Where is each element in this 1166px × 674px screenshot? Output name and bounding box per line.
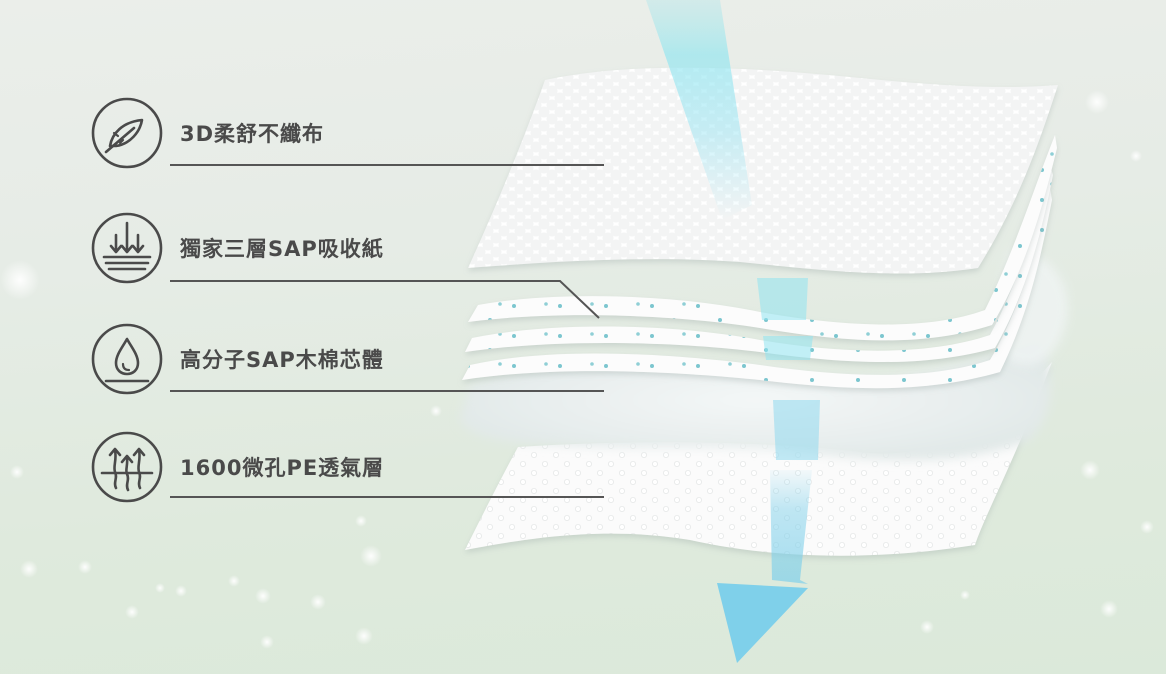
feature-label: 高分子SAP木棉芯體 (180, 348, 384, 372)
feature-label: 獨家三層SAP吸收紙 (180, 237, 384, 261)
breathable-arrows-icon (91, 431, 163, 503)
feature-core: 高分子SAP木棉芯體 (90, 322, 384, 396)
feather-icon (91, 97, 163, 169)
water-drop-icon (91, 323, 163, 395)
feature-label: 3D柔舒不纖布 (180, 122, 325, 146)
feature-absorbent-paper: 獨家三層SAP吸收紙 (90, 211, 384, 285)
feature-nonwoven: 3D柔舒不纖布 (90, 96, 324, 170)
feature-label: 1600微孔PE透氣層 (180, 456, 385, 480)
layers-down-arrows-icon (91, 212, 163, 284)
feature-breathable: 1600微孔PE透氣層 (90, 430, 384, 504)
